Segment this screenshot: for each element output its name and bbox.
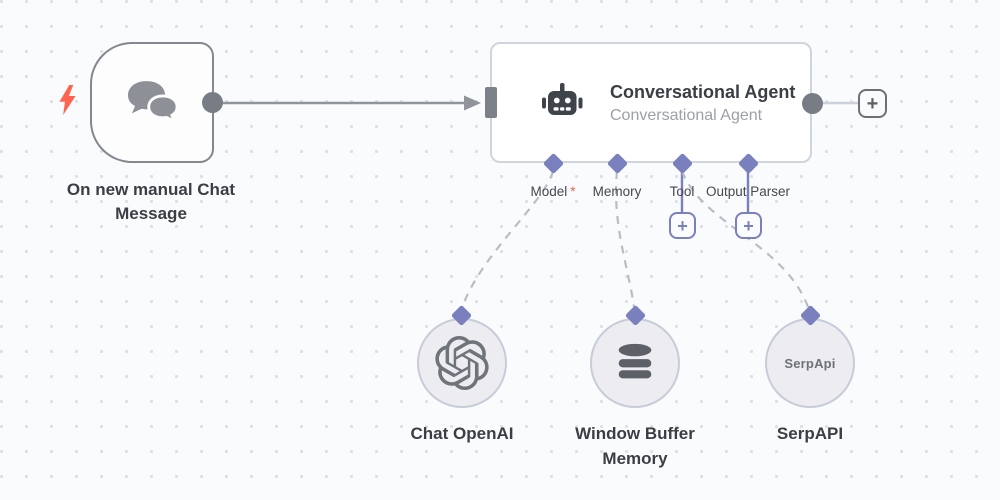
plus-icon: + bbox=[866, 92, 879, 115]
trigger-node-label: On new manual Chat Message bbox=[66, 180, 236, 223]
agent-node-subtitle: Conversational Agent bbox=[610, 106, 763, 124]
port-label-model: Model* bbox=[530, 184, 576, 199]
plus-icon: + bbox=[743, 215, 754, 236]
node-chat-trigger[interactable] bbox=[90, 42, 214, 163]
required-marker: * bbox=[570, 184, 576, 199]
serpapi-logo-text: SerpApi bbox=[784, 355, 836, 371]
node-window-buffer-memory[interactable] bbox=[590, 318, 680, 408]
openai-logo-icon bbox=[435, 336, 489, 390]
robot-icon bbox=[542, 82, 583, 115]
port-label-tool: Tool bbox=[669, 184, 695, 199]
add-output-parser-button[interactable]: + bbox=[735, 212, 762, 239]
node-serpapi[interactable]: SerpApi bbox=[765, 318, 855, 408]
plus-icon: + bbox=[677, 215, 688, 236]
port-label-output-parser: Output Parser bbox=[705, 184, 791, 199]
serpapi-label: SerpAPI bbox=[776, 424, 844, 443]
chat-bubbles-icon bbox=[128, 80, 179, 124]
connection-memory-to-buffer[interactable] bbox=[615, 170, 636, 308]
connection-arrowhead-icon bbox=[464, 95, 481, 111]
add-tool-button[interactable]: + bbox=[669, 212, 696, 239]
chat-openai-label: Chat OpenAI bbox=[410, 424, 514, 443]
port-label-memory: Memory bbox=[592, 184, 642, 199]
agent-output-endpoint[interactable] bbox=[802, 93, 823, 114]
trigger-bolt-icon bbox=[59, 85, 76, 115]
window-buffer-memory-label: Window Buffer Memory bbox=[575, 424, 695, 468]
agent-input-endpoint[interactable] bbox=[485, 87, 497, 118]
add-node-button[interactable]: + bbox=[858, 89, 887, 118]
database-icon bbox=[618, 343, 652, 379]
node-chat-openai[interactable] bbox=[417, 318, 507, 408]
agent-node-title: Conversational Agent bbox=[610, 81, 796, 102]
node-conversational-agent[interactable]: Conversational Agent Conversational Agen… bbox=[490, 42, 812, 163]
trigger-output-endpoint[interactable] bbox=[202, 92, 223, 113]
